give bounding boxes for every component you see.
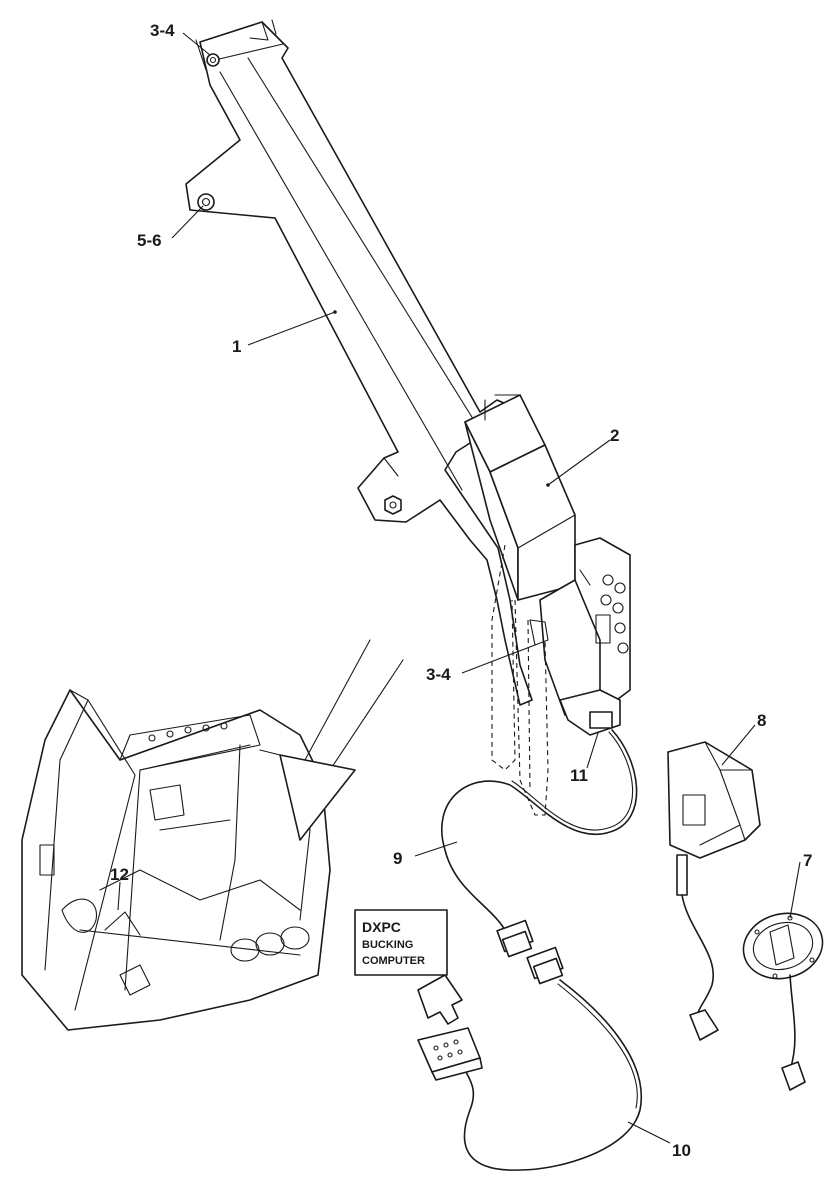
callout-11: 11: [570, 766, 588, 785]
callout-5-6: 5-6: [137, 231, 162, 250]
callout-3-4-bottom: 3-4: [426, 665, 451, 684]
callout-1: 1: [232, 337, 241, 356]
callouts: 3-4 5-6 1 2 3-4 11 8 7 9 12 10: [110, 21, 812, 1160]
pointer-arrow-icon: [279, 639, 404, 841]
bolt-top: [206, 53, 220, 67]
cable-10: [463, 946, 643, 1171]
arrow-to-computer-icon: [417, 974, 463, 1025]
connector-box: [529, 537, 631, 736]
label-line-2: BUCKING: [362, 939, 413, 951]
display-module: [667, 741, 761, 1041]
callout-10: 10: [672, 1141, 691, 1160]
callout-3-4-top: 3-4: [150, 21, 175, 40]
leader-lines: [117, 32, 801, 1144]
callout-7: 7: [803, 851, 812, 870]
machine-cab: [21, 689, 331, 1031]
callout-2: 2: [610, 426, 619, 445]
db-connector-plug: [417, 1027, 483, 1081]
callout-12: 12: [110, 865, 129, 884]
mounting-bracket: [185, 19, 533, 706]
cable-9: [440, 729, 638, 958]
sensor-housing: [464, 394, 576, 601]
bolt-lower: [384, 495, 402, 515]
hidden-outline: [491, 544, 549, 816]
callout-8: 8: [757, 711, 766, 730]
round-sensor: [742, 912, 824, 1091]
label-line-1: DXPC: [362, 919, 401, 935]
bolt-middle: [197, 193, 215, 211]
label-line-3: COMPUTER: [362, 955, 425, 967]
dxpc-bucking-computer-label: DXPC BUCKING COMPUTER: [354, 909, 448, 976]
callout-9: 9: [393, 849, 402, 868]
